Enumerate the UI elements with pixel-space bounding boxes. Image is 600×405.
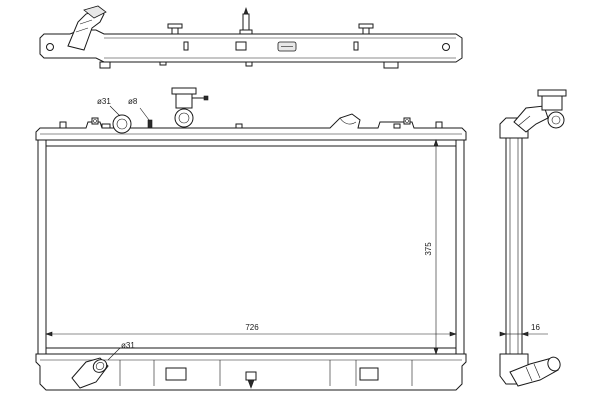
front-view-side-post-right [455,139,465,355]
top-view-tank [39,29,463,63]
side-view-outlet-pipe [509,356,561,387]
front-view-outlet-pipe [71,357,109,389]
callout-drain-label: ø8 [128,97,138,106]
front-view-upper-tank [35,113,467,141]
front-view-side-post-left [37,139,47,355]
dimension-width: 726 [45,323,457,337]
dimension-depth-label: 16 [531,323,540,332]
front-view-inlet-pipe [112,114,132,134]
dimension-height-label: 375 [424,242,433,256]
dimension-height: 375 [424,139,439,355]
top-view-mount-hole-right [442,43,450,51]
front-view-lower-bracket-right [359,367,379,381]
dimension-depth: 16 [499,323,548,337]
front-view-lower-bracket-left [165,367,187,381]
front-view-bolt-right [403,117,411,125]
front-view-filler-cap [171,87,209,128]
top-view [39,5,463,69]
front-view-core [45,145,457,349]
front-view-drain-tap [245,371,257,381]
callout-outlet-label: ø31 [121,341,135,350]
top-view-bottom-tabs [99,61,399,69]
top-view-tabs [167,7,374,35]
front-view-drain-plug [147,119,153,129]
top-view-mount-hole-left [46,43,54,51]
callout-inlet: ø31 [97,97,121,117]
callout-drain: ø8 [128,97,150,121]
front-view-lower-tank [35,353,467,391]
side-view-filler-cap [513,89,567,133]
front-view: 726 375 ø31 ø8 ø31 [35,87,467,391]
dimension-width-label: 726 [245,323,259,332]
callout-inlet-label: ø31 [97,97,111,106]
side-view-core [505,137,523,355]
top-view-filler-neck [67,5,107,51]
callout-outlet: ø31 [107,341,135,361]
side-view: 16 [499,89,567,387]
front-view-bolt-left [91,117,99,125]
